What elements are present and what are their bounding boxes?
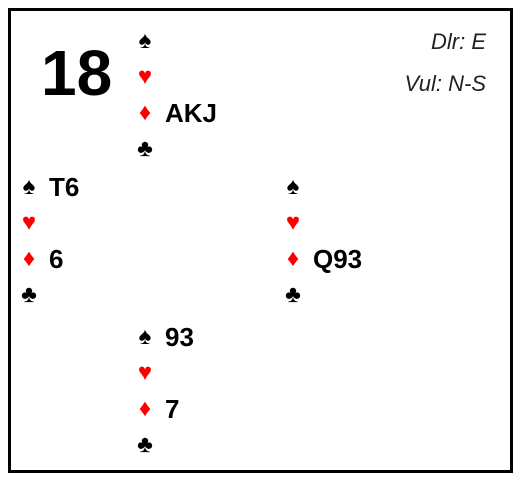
north-diamonds-row: ♦ AKJ bbox=[133, 95, 217, 131]
south-clubs-row: ♣ bbox=[133, 427, 165, 463]
board-number: 18 bbox=[41, 37, 113, 109]
south-spades-cards: 93 bbox=[165, 322, 194, 352]
west-hearts-row: ♥ bbox=[17, 205, 49, 241]
north-spades-row: ♠ bbox=[133, 23, 165, 59]
diamond-icon: ♦ bbox=[22, 245, 36, 272]
west-diamonds-row: ♦ 6 bbox=[17, 241, 64, 277]
east-spades-row: ♠ bbox=[281, 169, 313, 205]
north-diamonds-cards: AKJ bbox=[165, 98, 218, 128]
club-icon: ♣ bbox=[285, 281, 301, 308]
south-hearts-row: ♥ bbox=[133, 355, 165, 391]
bridge-diagram-frame: 18 Dlr: E Vul: N-S ♠ ♥ ♦ AKJ ♣ ♠ T6 ♥ bbox=[8, 8, 513, 473]
diamond-icon: ♦ bbox=[286, 245, 300, 272]
spade-icon: ♠ bbox=[138, 323, 152, 350]
vulnerability-label: Vul: N-S bbox=[404, 71, 486, 96]
heart-icon: ♥ bbox=[137, 359, 153, 386]
club-icon: ♣ bbox=[21, 281, 37, 308]
heart-icon: ♥ bbox=[285, 209, 301, 236]
dealer-label: Dlr: E bbox=[431, 29, 486, 54]
heart-icon: ♥ bbox=[21, 209, 37, 236]
spade-icon: ♠ bbox=[138, 27, 152, 54]
west-diamonds-cards: 6 bbox=[49, 244, 64, 274]
diamond-icon: ♦ bbox=[138, 395, 152, 422]
heart-icon: ♥ bbox=[137, 63, 153, 90]
east-hearts-row: ♥ bbox=[281, 205, 313, 241]
east-clubs-row: ♣ bbox=[281, 277, 313, 313]
east-diamonds-cards: Q93 bbox=[313, 244, 363, 274]
spade-icon: ♠ bbox=[22, 173, 36, 200]
diamond-icon: ♦ bbox=[138, 99, 152, 126]
east-diamonds-row: ♦ Q93 bbox=[281, 241, 362, 277]
north-hearts-row: ♥ bbox=[133, 59, 165, 95]
south-diamonds-row: ♦ 7 bbox=[133, 391, 180, 427]
club-icon: ♣ bbox=[137, 431, 153, 458]
spade-icon: ♠ bbox=[286, 173, 300, 200]
west-clubs-row: ♣ bbox=[17, 277, 49, 313]
north-clubs-row: ♣ bbox=[133, 131, 165, 167]
west-spades-row: ♠ T6 bbox=[17, 169, 80, 205]
south-diamonds-cards: 7 bbox=[165, 394, 180, 424]
club-icon: ♣ bbox=[137, 135, 153, 162]
south-spades-row: ♠ 93 bbox=[133, 319, 194, 355]
west-spades-cards: T6 bbox=[49, 172, 80, 202]
